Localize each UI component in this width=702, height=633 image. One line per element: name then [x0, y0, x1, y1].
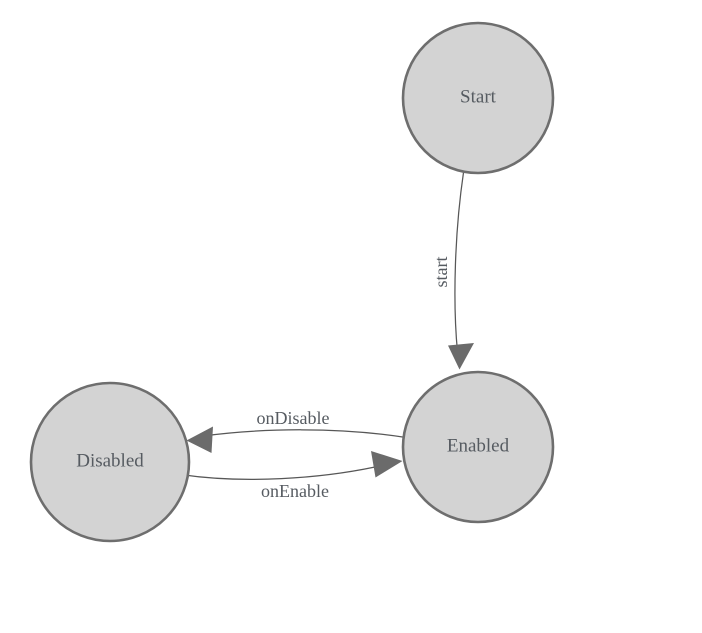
arrowhead-into-enabled — [448, 343, 474, 370]
node-enabled[interactable]: Enabled — [401, 370, 555, 524]
node-enabled-label: Enabled — [447, 435, 510, 456]
edge-enabled-to-disabled[interactable] — [186, 426, 407, 454]
edge-enabled-to-disabled-path — [202, 429, 407, 439]
arrowhead-into-enabled-2 — [371, 451, 403, 478]
edge-disabled-to-enabled-path — [180, 466, 376, 480]
node-disabled-label: Disabled — [76, 450, 144, 471]
edge-start-to-enabled[interactable] — [448, 172, 474, 370]
node-disabled[interactable]: Disabled — [29, 381, 191, 543]
node-start-label: Start — [460, 86, 497, 107]
node-enabled-circle[interactable] — [401, 370, 555, 524]
edge-label-on-enable: onEnable — [261, 481, 329, 501]
node-start-circle[interactable] — [401, 21, 555, 175]
edge-label-on-disable: onDisable — [257, 408, 330, 428]
edge-disabled-to-enabled[interactable] — [180, 451, 403, 480]
edge-start-to-enabled-path — [454, 172, 465, 353]
node-start[interactable]: Start — [401, 21, 555, 175]
edge-label-start: start — [431, 257, 451, 288]
arrowhead-into-disabled — [186, 426, 213, 453]
node-disabled-circle[interactable] — [29, 381, 191, 543]
